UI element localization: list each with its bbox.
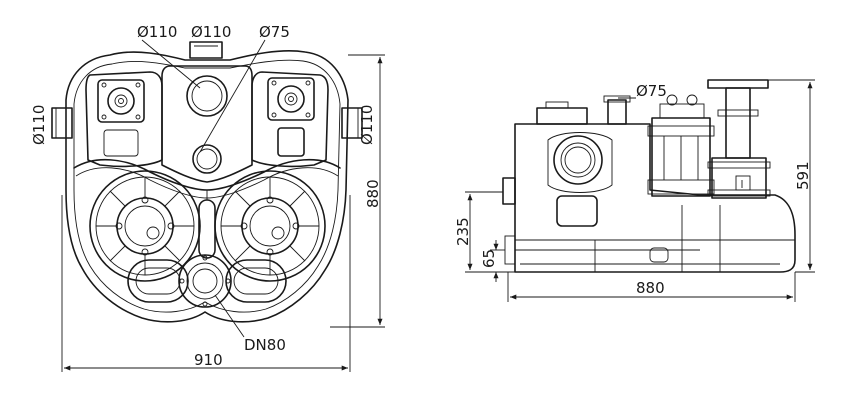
- left-side-inlet: [51, 107, 73, 139]
- right-square-flange: [267, 77, 315, 121]
- label-inlet-side-left: Ø110: [30, 105, 48, 145]
- label-inlet-top-right: Ø75: [259, 23, 290, 41]
- center-inlet-small: [192, 144, 222, 174]
- label-inlet-top-center: Ø110: [191, 23, 231, 41]
- discharge-pipe: [725, 87, 751, 159]
- side-view: Ø75 591 235 65 880: [454, 79, 815, 302]
- center-chamber: [161, 65, 253, 183]
- left-lower-oval: [127, 259, 189, 303]
- right-small-hatch: [277, 127, 305, 157]
- access-hatch: [556, 195, 598, 227]
- body-side-inlet: [502, 177, 516, 205]
- upper-right-chamber: [251, 71, 329, 168]
- outlet-flange: [178, 254, 232, 308]
- vent-pipe: [607, 99, 627, 125]
- tank-outline: [65, 50, 349, 323]
- drain-badge: [649, 247, 669, 263]
- label-vent: Ø75: [636, 82, 667, 100]
- right-pump-disc: [214, 170, 326, 282]
- label-inlet-side-right: Ø110: [358, 105, 376, 145]
- label-base-height: 65: [480, 249, 498, 268]
- center-inlet-large: [186, 75, 228, 117]
- label-outlet: DN80: [244, 336, 286, 354]
- left-pump-disc: [89, 170, 201, 282]
- front-inlet-ring: [553, 135, 603, 185]
- discharge-flange-top: [707, 79, 769, 89]
- mid-rib: [73, 158, 341, 191]
- side-body: [514, 123, 796, 273]
- center-slot: [198, 199, 216, 259]
- discharge-valve: [711, 157, 767, 199]
- label-inlet-height: 235: [454, 217, 472, 246]
- top-cover: [536, 107, 588, 125]
- label-height-front: 880: [364, 179, 382, 208]
- front-view: Ø110 Ø110 Ø75 Ø110 Ø110 880 910 DN80: [30, 23, 385, 372]
- left-square-flange: [97, 79, 145, 123]
- label-width-front: 910: [194, 351, 223, 369]
- label-inlet-top-left: Ø110: [137, 23, 177, 41]
- tank-inner-outline: [73, 59, 341, 313]
- top-inlet-pipe: [189, 41, 223, 59]
- label-height-side: 591: [794, 161, 812, 190]
- label-length-side: 880: [636, 279, 665, 297]
- right-side-inlet: [341, 107, 363, 139]
